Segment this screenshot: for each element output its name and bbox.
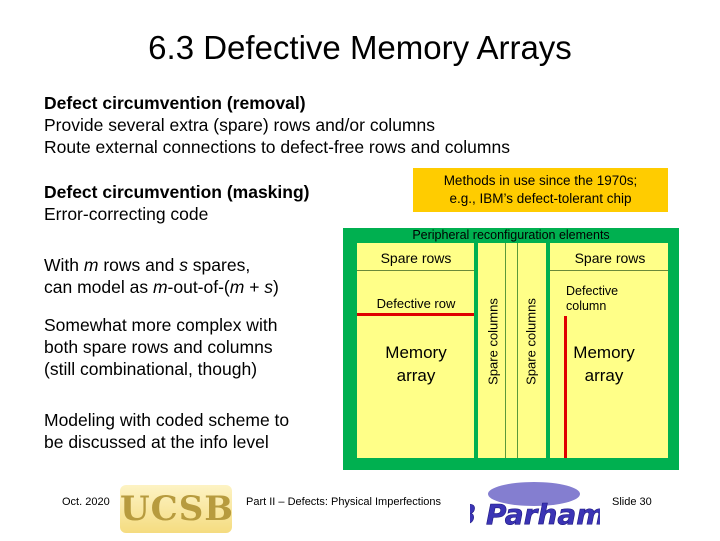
masking-line-1: Error-correcting code	[44, 204, 209, 224]
spare-column-divider	[517, 243, 518, 458]
model-var: m	[83, 255, 99, 275]
slide-number: Slide 30	[612, 496, 652, 508]
complex-text: Somewhat more complex with both spare ro…	[44, 314, 277, 380]
model-var: s	[179, 255, 188, 275]
model-text-part: spares,	[187, 255, 251, 275]
masking-section: Defect circumvention (masking) Error-cor…	[44, 181, 309, 225]
removal-line-1: Provide several extra (spare) rows and/o…	[44, 115, 435, 135]
spare-column-separator	[474, 243, 478, 458]
left-memory-array-label: Memory array	[360, 341, 472, 387]
model-text-part: )	[273, 277, 279, 297]
removal-section: Defect circumvention (removal) Provide s…	[44, 92, 510, 158]
spare-column-divider	[505, 243, 506, 458]
svg-text:B Parhami: B Parhami	[470, 498, 600, 531]
complex-line-3: (still combinational, though)	[44, 359, 258, 379]
defective-row-label: Defective row	[376, 296, 456, 311]
complex-line-1: Somewhat more complex with	[44, 315, 278, 335]
right-memory-line-2: array	[584, 366, 624, 385]
defective-column-marker	[564, 316, 567, 458]
spare-columns-label-1: Spare columns	[485, 298, 501, 385]
left-memory-line-1: Memory	[385, 343, 447, 362]
signature-graphic: B Parhami	[455, 482, 616, 531]
model-text-part: +	[244, 277, 265, 297]
coded-line-1: Modeling with coded scheme to	[44, 410, 290, 430]
model-text-part: rows and	[98, 255, 180, 275]
removal-line-2: Route external connections to defect-fre…	[44, 137, 510, 157]
model-var: m	[229, 277, 245, 297]
masking-heading: Defect circumvention (masking)	[44, 182, 310, 202]
removal-heading: Defect circumvention (removal)	[44, 93, 306, 113]
memory-array-area	[357, 243, 668, 458]
defective-column-line-2: column	[566, 299, 607, 313]
model-line-2: can model as m-out-of-(m + s)	[44, 276, 279, 298]
callout-line-1: Methods in use since the 1970s;	[443, 173, 638, 188]
spare-column-separator	[546, 243, 550, 458]
methods-callout: Methods in use since the 1970s; e.g., IB…	[413, 168, 668, 212]
callout-line-2: e.g., IBM’s defect-tolerant chip	[449, 191, 632, 206]
peripheral-label: Peripheral reconfiguration elements	[412, 228, 610, 242]
model-text: With m rows and s spares, can model as m…	[44, 254, 279, 298]
model-line-1: With m rows and s spares,	[44, 254, 279, 276]
model-var: m	[152, 277, 168, 297]
spare-rows-line	[550, 270, 668, 271]
defective-column-line-1: Defective	[566, 284, 619, 298]
model-text-part: With	[44, 255, 84, 275]
right-spare-rows-label: Spare rows	[574, 250, 646, 266]
left-memory-line-2: array	[396, 366, 436, 385]
model-var: s	[264, 277, 274, 297]
defective-column-label: Defective column	[566, 284, 636, 314]
ucsb-logo: UCSB	[120, 485, 233, 533]
model-text-part: can model as	[44, 277, 153, 297]
parhami-signature-logo: B Parhami	[455, 478, 616, 536]
left-spare-rows-label: Spare rows	[380, 250, 452, 266]
page-title: 6.3 Defective Memory Arrays	[148, 29, 572, 66]
defective-row-marker	[357, 313, 474, 316]
footer-date: Oct. 2020	[62, 496, 110, 508]
coded-line-2: be discussed at the info level	[44, 432, 269, 452]
right-memory-line-1: Memory	[573, 343, 635, 362]
complex-line-2: both spare rows and columns	[44, 337, 273, 357]
model-text-part: -out-of-(	[167, 277, 230, 297]
spare-columns-label-2: Spare columns	[523, 298, 539, 385]
right-memory-array-label: Memory array	[548, 341, 660, 387]
coded-text: Modeling with coded scheme to be discuss…	[44, 409, 289, 453]
footer-title: Part II – Defects: Physical Imperfection…	[246, 496, 442, 508]
spare-rows-line	[357, 270, 474, 271]
